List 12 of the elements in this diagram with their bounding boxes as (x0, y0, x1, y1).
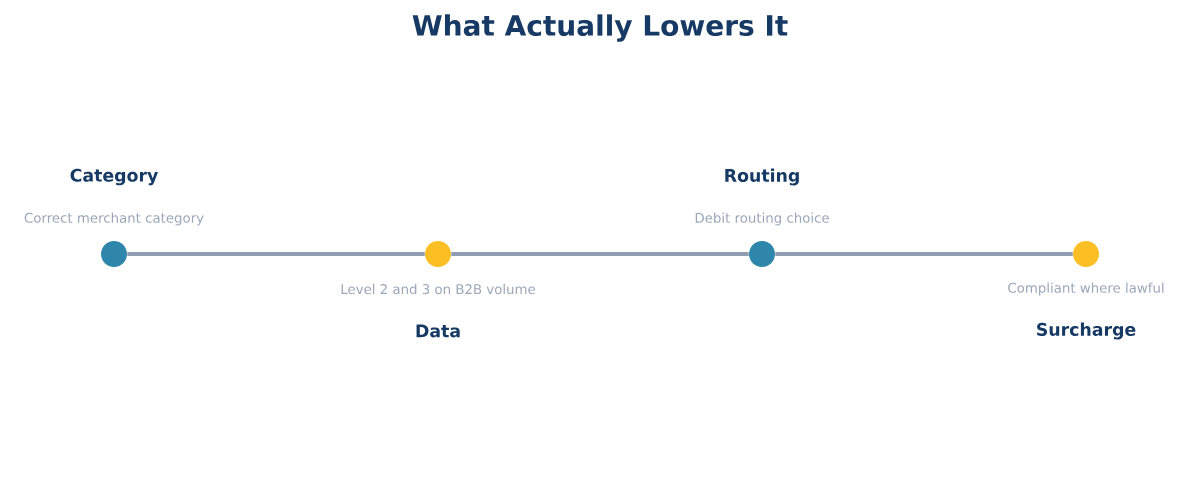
milestone-title: Surcharge (1037, 322, 1136, 340)
milestone-description: Compliant where lawful (1008, 282, 1164, 296)
timeline-line (775, 252, 1073, 256)
milestone-title: Category (70, 168, 158, 186)
milestone-description: Level 2 and 3 on B2B volume (341, 283, 536, 295)
timeline-line (127, 252, 425, 256)
title: What Actually Lowers It (412, 14, 788, 42)
milestone-description: Correct merchant category (24, 212, 204, 226)
timeline-line (451, 252, 749, 256)
milestone-description: Debit routing choice (695, 212, 829, 226)
milestone-title: Data (416, 324, 460, 338)
milestone-title: Routing (725, 168, 799, 186)
